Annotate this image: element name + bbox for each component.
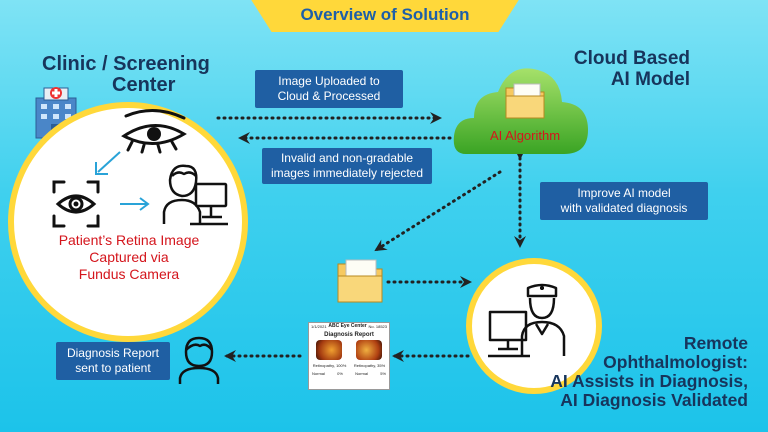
remote-heading: Remote Ophthalmologist: AI Assists in Di… <box>550 333 748 410</box>
page-title: Overview of Solution <box>300 5 470 24</box>
doctor-computer-icon <box>488 283 566 358</box>
upload-box: Image Uploaded to Cloud & Processed <box>255 70 403 108</box>
invalid-box: Invalid and non-gradable images immediat… <box>262 148 432 184</box>
clinic-heading: Clinic / Screening Center <box>42 53 210 96</box>
arrow-right-icon <box>120 197 150 211</box>
technician-computer-icon <box>162 164 228 226</box>
clinic-caption: Patient’s Retina Image Captured via Fund… <box>58 232 200 282</box>
doctor-circle <box>466 258 602 394</box>
folder-icon <box>505 83 545 119</box>
header-banner: Overview of Solution <box>250 0 520 32</box>
improve-box: Improve AI model with validated diagnosi… <box>540 182 708 220</box>
cloud-to-folder-arrow <box>374 170 502 252</box>
arrow-down-left-icon <box>95 151 121 175</box>
retina-image-right <box>356 340 382 360</box>
ai-algorithm-label: AI Algorithm <box>489 128 561 143</box>
eye-scan-icon <box>52 180 100 228</box>
cloud-heading: Cloud Based AI Model <box>573 48 690 90</box>
patient-icon <box>178 336 220 384</box>
retina-image-left <box>316 340 342 360</box>
diagnosis-report-document: 1/1/2021 ABC Eye Center No. 18523 Diagno… <box>308 322 390 390</box>
clinic-circle <box>8 102 248 342</box>
folder-middle-icon <box>337 259 383 303</box>
report-sent-box: Diagnosis Report sent to patient <box>56 342 170 380</box>
eye-icon <box>121 109 187 154</box>
